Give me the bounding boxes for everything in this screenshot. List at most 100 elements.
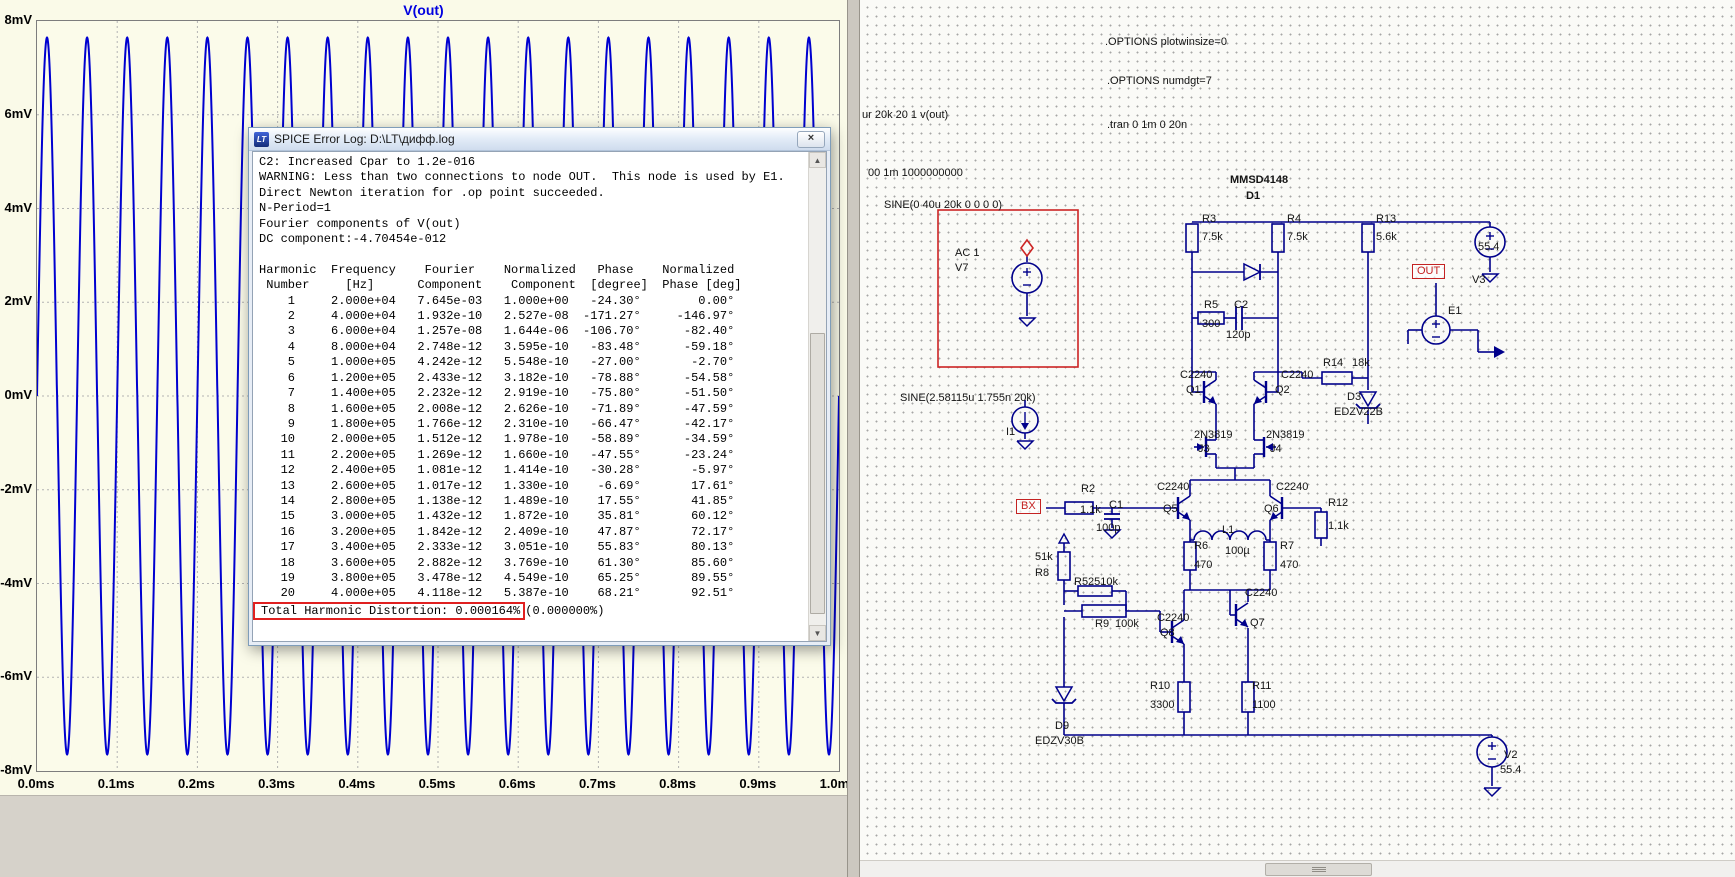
schematic-label[interactable]: R6 — [1194, 540, 1209, 552]
pane-splitter[interactable] — [847, 0, 860, 877]
schematic-label[interactable]: L1 — [1222, 524, 1235, 536]
schematic-label[interactable]: EDZV22B — [1334, 406, 1383, 418]
schematic-label[interactable]: 1100 — [1252, 699, 1276, 711]
schematic-label[interactable]: C2240 — [1157, 481, 1190, 493]
schematic-label[interactable]: C1 — [1109, 499, 1124, 511]
schematic-label[interactable]: I1 — [1006, 426, 1016, 438]
schematic-label[interactable]: 300 — [1202, 318, 1221, 330]
horizontal-scrollbar[interactable] — [860, 860, 1735, 877]
schematic-label[interactable]: .tran 0 1m 0 20n — [1107, 119, 1188, 131]
schematic-label[interactable]: R7 — [1280, 540, 1295, 552]
schematic-label[interactable]: 1.1k — [1080, 504, 1101, 516]
schematic-label[interactable]: Q2 — [1275, 384, 1290, 396]
net-port-label[interactable]: BX — [1016, 499, 1041, 514]
schematic-label[interactable]: AC 1 — [955, 247, 980, 259]
schematic-label[interactable]: ur 20k 20 1 v(out) — [862, 109, 949, 121]
y-tick-label: 8mV — [4, 12, 32, 27]
x-tick-label: 1.0ms — [819, 776, 847, 791]
schematic-label[interactable]: R13 — [1376, 213, 1397, 225]
schematic-label[interactable]: 100k — [1115, 618, 1139, 630]
schematic-label[interactable]: MMSD4148 — [1230, 174, 1289, 186]
schematic-label[interactable]: 470 — [1194, 559, 1213, 571]
schematic-label[interactable]: R2 — [1081, 483, 1096, 495]
schematic-label[interactable]: SINE(2.58115u 1.755n 20k) — [900, 392, 1036, 404]
x-tick-label: 0.2ms — [177, 776, 215, 791]
close-icon[interactable]: × — [797, 130, 825, 148]
scrollbar-thumb[interactable] — [1265, 863, 1372, 876]
schematic-label[interactable]: EDZV30B — [1035, 735, 1084, 747]
schematic-label[interactable]: Q6 — [1264, 503, 1279, 515]
schematic-label[interactable]: Q5 — [1163, 503, 1178, 515]
schematic-label[interactable]: R11 — [1252, 680, 1272, 692]
schematic-label[interactable]: C2240 — [1276, 481, 1309, 493]
schematic-label[interactable]: J4 — [1270, 443, 1282, 455]
net-marker — [1020, 238, 1034, 258]
schematic-label[interactable]: R8 — [1035, 567, 1050, 579]
schematic-canvas[interactable] — [860, 0, 1735, 877]
schematic-label[interactable]: C2240 — [1281, 369, 1314, 381]
y-tick-label: 4mV — [4, 199, 32, 215]
schematic-label[interactable]: E1 — [1448, 305, 1462, 317]
thd-line: Total Harmonic Distortion: 0.000164%(0.0… — [253, 601, 826, 620]
x-tick-label: 0.4ms — [338, 776, 376, 791]
schematic-label[interactable]: 55.4 — [1500, 764, 1522, 776]
schematic-label[interactable]: 2N3819 — [1266, 429, 1305, 441]
schematic-label[interactable]: .OPTIONS numdgt=7 — [1107, 75, 1212, 87]
schematic-label[interactable]: R3 — [1202, 213, 1217, 225]
scroll-down-icon[interactable]: ▼ — [809, 625, 826, 641]
schematic-label[interactable]: 100µ — [1225, 545, 1250, 557]
x-tick-label: 0.3ms — [258, 776, 296, 791]
schematic-label[interactable]: 2N3819 — [1194, 429, 1233, 441]
y-tick-label: -2mV — [0, 480, 32, 496]
trace-label[interactable]: V(out) — [403, 2, 444, 18]
schematic-label[interactable]: R4 — [1287, 213, 1302, 225]
schematic-label[interactable]: SINE(0 40u 20k 0 0 0 0) — [884, 199, 1003, 211]
schematic-label[interactable]: 5.6k — [1376, 231, 1397, 243]
scrollbar-thumb[interactable] — [810, 332, 825, 614]
schematic-label[interactable]: 3300 — [1150, 699, 1175, 711]
schematic-label[interactable]: 18k — [1352, 357, 1370, 369]
y-tick-label: -6mV — [0, 668, 32, 684]
schematic-label[interactable]: C2240 — [1180, 369, 1213, 381]
schematic-label[interactable]: 51k — [1035, 551, 1053, 563]
x-tick-label: 0.9ms — [739, 776, 777, 791]
schematic-label[interactable]: 1.1k — [1328, 520, 1349, 532]
schematic-label[interactable]: Q8 — [1160, 627, 1175, 639]
schematic-label[interactable]: R5 — [1204, 299, 1219, 311]
schematic-label[interactable]: R52510k — [1074, 576, 1119, 588]
thd-rest: (0.000000%) — [525, 603, 605, 618]
schematic-label[interactable]: 120p — [1226, 329, 1251, 341]
schematic-label[interactable]: 00 1m 1000000000 — [868, 167, 963, 179]
dialog-titlebar[interactable]: LT SPICE Error Log: D:\LT\дифф.log × — [249, 128, 830, 151]
schematic-label[interactable]: V2 — [1504, 749, 1518, 761]
schematic-label[interactable]: 55.4 — [1478, 241, 1500, 253]
schematic-label[interactable]: R10 — [1150, 680, 1171, 692]
schematic-label[interactable]: R14 — [1323, 357, 1344, 369]
schematic-label[interactable]: R9 — [1095, 618, 1110, 630]
schematic-label[interactable]: Q1 — [1186, 384, 1201, 396]
schematic-label[interactable]: 7.5k — [1287, 231, 1308, 243]
schematic-label[interactable]: V7 — [955, 262, 969, 274]
y-tick-label: -4mV — [0, 574, 32, 590]
schematic-label[interactable]: D3 — [1347, 391, 1362, 403]
scroll-up-icon[interactable]: ▲ — [809, 152, 826, 168]
schematic-label[interactable]: D1 — [1246, 190, 1261, 202]
schematic-label[interactable]: R12 — [1328, 497, 1349, 509]
schematic-label[interactable]: .OPTIONS plotwinsize=0 — [1105, 36, 1227, 48]
schematic-label[interactable]: C2240 — [1157, 612, 1190, 624]
x-tick-label: 0.8ms — [659, 776, 697, 791]
schematic-label[interactable]: V3 — [1472, 274, 1486, 286]
schematic-label[interactable]: Q7 — [1250, 617, 1265, 629]
dialog-body: C2: Increased Cpar to 1.2e-016 WARNING: … — [252, 151, 827, 642]
net-port-label[interactable]: OUT — [1412, 264, 1446, 279]
x-tick-label: 0.6ms — [498, 776, 536, 791]
schematic-label[interactable]: 100p — [1096, 522, 1121, 534]
vertical-scrollbar[interactable]: ▲ ▼ — [808, 152, 826, 641]
spice-error-log-dialog: LT SPICE Error Log: D:\LT\дифф.log × C2:… — [248, 127, 831, 646]
schematic-label[interactable]: C2240 — [1245, 587, 1278, 599]
schematic-label[interactable]: 7.5k — [1202, 231, 1223, 243]
schematic-label[interactable]: J3 — [1198, 443, 1210, 455]
schematic-label[interactable]: D9 — [1055, 720, 1070, 732]
schematic-label[interactable]: C2 — [1234, 299, 1249, 311]
schematic-label[interactable]: 470 — [1280, 559, 1299, 571]
